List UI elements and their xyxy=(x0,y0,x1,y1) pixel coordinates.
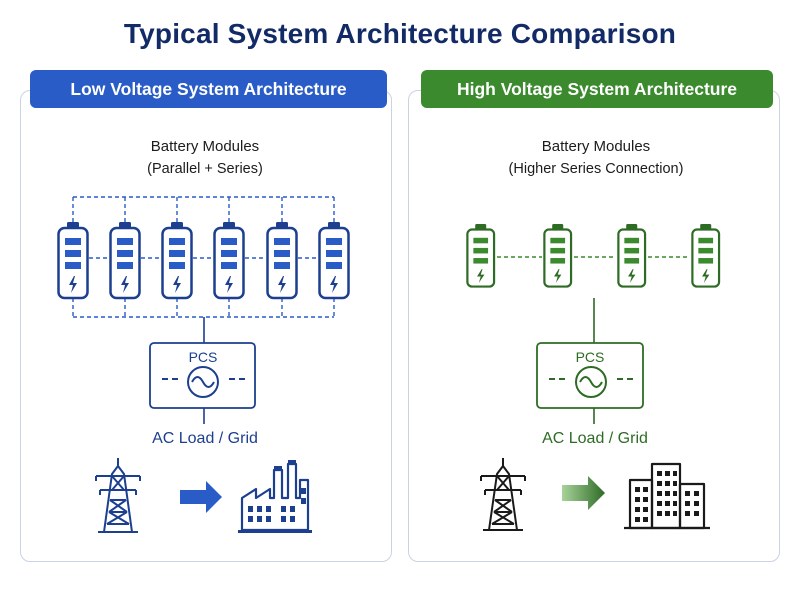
transmission-tower-icon xyxy=(95,458,141,533)
inverter-icon xyxy=(162,366,245,398)
high-voltage-battery-modules xyxy=(466,224,721,288)
office-building-icon xyxy=(624,462,710,530)
high-voltage-battery-label: Battery Modules xyxy=(541,138,651,155)
inverter-icon xyxy=(549,366,633,398)
battery-icon xyxy=(617,224,647,288)
battery-icon xyxy=(57,222,89,300)
battery-icon xyxy=(161,222,193,300)
high-voltage-battery-sublabel: (Higher Series Connection) xyxy=(508,161,684,177)
low-voltage-pcs: PCS xyxy=(149,342,256,409)
pcs-label: PCS xyxy=(576,349,605,365)
high-voltage-load-label: AC Load / Grid xyxy=(542,430,648,447)
low-voltage-header: Low Voltage System Architecture xyxy=(30,70,387,108)
battery-icon xyxy=(691,224,721,288)
battery-icon xyxy=(543,224,573,288)
factory-icon xyxy=(238,460,312,533)
arrow-right-icon xyxy=(562,476,605,510)
pcs-label: PCS xyxy=(189,349,218,365)
battery-icon xyxy=(109,222,141,300)
battery-icon xyxy=(318,222,350,300)
low-voltage-battery-label: Battery Modules xyxy=(150,138,260,155)
battery-icon xyxy=(266,222,298,300)
page-title: Typical System Architecture Comparison xyxy=(123,18,677,49)
battery-icon xyxy=(466,224,496,288)
low-voltage-load-label: AC Load / Grid xyxy=(152,430,258,447)
arrow-right-icon xyxy=(180,481,222,513)
transmission-tower-icon xyxy=(480,458,526,531)
battery-icon xyxy=(213,222,245,300)
low-voltage-battery-modules xyxy=(57,222,350,300)
low-voltage-battery-sublabel: (Parallel + Series) xyxy=(147,161,263,177)
high-voltage-header: High Voltage System Architecture xyxy=(421,70,773,108)
low-voltage-wiring xyxy=(72,196,335,318)
high-voltage-pcs: PCS xyxy=(536,342,644,409)
